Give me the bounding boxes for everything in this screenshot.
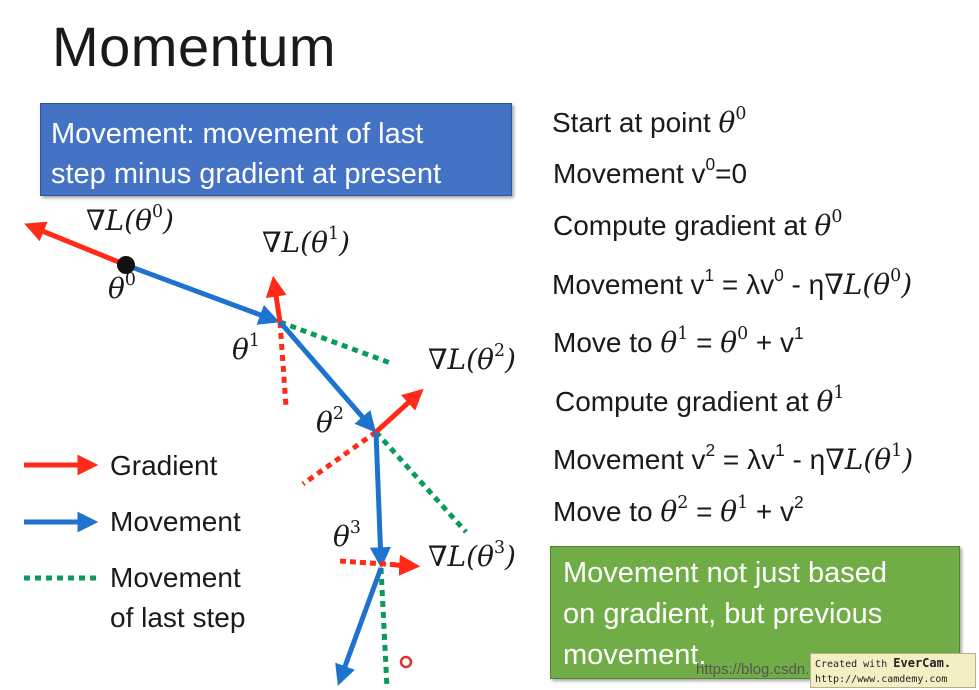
grad-label-3: ∇L(θ3): [428, 537, 516, 573]
last-step-line-3: [378, 567, 390, 689]
gradient-arrow-1: [265, 275, 287, 323]
movement-arrow-2: [278, 320, 377, 433]
step-8: Move to θ2 = θ1 + v2: [553, 491, 804, 528]
movement-definition-box: Movement: movement of last step minus gr…: [40, 103, 512, 196]
theta-label-3: θ3: [333, 517, 361, 553]
grad-label-1: ∇L(θ1): [262, 223, 350, 259]
grad-label-2: ∇L(θ2): [428, 340, 516, 376]
summary-line-3: movement.: [563, 639, 707, 671]
grad-label-0: ∇L(θ0): [86, 201, 174, 237]
evercam-badge[interactable]: Created with EverCam. http://www.camdemy…: [810, 653, 976, 688]
legend-last-step-label-2: of last step: [110, 602, 246, 633]
step-6: Compute gradient at θ1: [555, 382, 845, 418]
summary-line-2: on gradient, but previous: [563, 598, 883, 630]
summary-line-1: Movement not just based: [563, 557, 888, 589]
legend-movement-label: Movement: [110, 506, 241, 537]
slide-title: Momentum: [52, 15, 337, 78]
legend-gradient-label: Gradient: [110, 450, 218, 481]
cursor-marker: [399, 655, 413, 669]
theta-label-2: θ2: [316, 403, 344, 439]
step-7: Movement v2 = λv1 - η∇L(θ1): [553, 439, 914, 476]
step-2: Movement v0=0: [553, 153, 748, 189]
definition-line-1: Movement: movement of last: [51, 118, 424, 150]
step-1: Start at point θ0: [552, 103, 747, 139]
gradient-arrow-3-head: [394, 554, 421, 576]
neg-gradient-line-2: [301, 429, 378, 487]
step-5: Move to θ1 = θ0 + v1: [553, 322, 804, 359]
step-4: Movement v1 = λv0 - η∇L(θ0): [552, 264, 913, 301]
last-step-line-2: [374, 430, 468, 534]
legend-arrows: [24, 454, 99, 581]
gradient-arrow-0: [24, 221, 127, 268]
theta-label-1: θ1: [232, 330, 260, 366]
definition-line-2: step minus gradient at present: [51, 158, 442, 190]
theta-label-0: θ0: [108, 269, 136, 305]
start-point-theta0: [117, 256, 135, 274]
last-step-line-1: [279, 319, 394, 367]
gradient-arrow-2: [374, 388, 424, 434]
movement-arrow-1: [125, 262, 280, 325]
neg-gradient-line-1: [277, 321, 289, 407]
legend-last-step-label-1: Movement: [110, 562, 241, 593]
step-3: Compute gradient at θ0: [553, 206, 843, 242]
movement-arrow-3: [369, 431, 391, 569]
movement-arrow-4: [335, 567, 384, 686]
